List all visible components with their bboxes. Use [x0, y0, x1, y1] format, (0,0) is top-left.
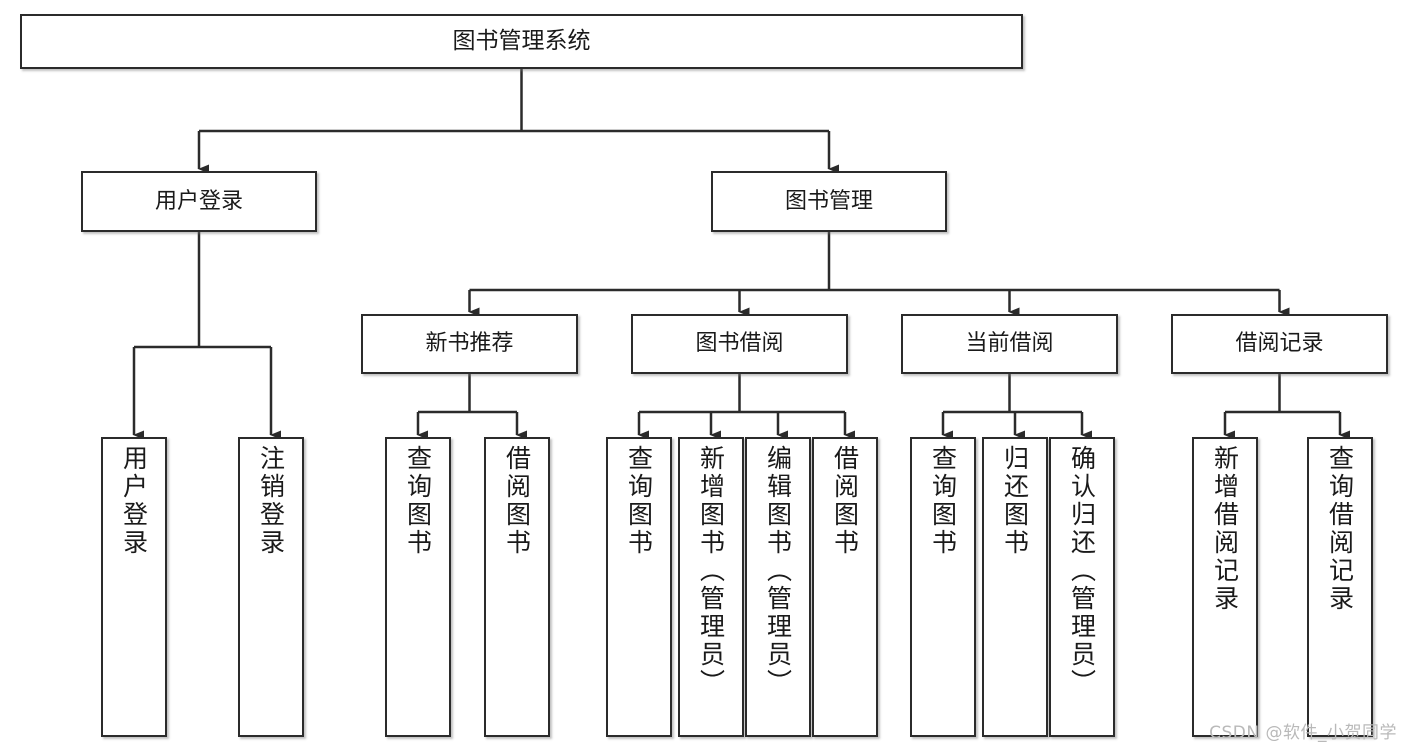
node-leaf-rec-add-record[interactable]: 新增借阅记录	[1192, 437, 1258, 737]
node-label-leaf-user-logout: 注销登录	[256, 445, 286, 557]
node-label-leaf-cur-query-book: 查询图书	[928, 445, 958, 557]
node-book-manage[interactable]: 图书管理	[711, 171, 947, 232]
node-label-new-book-rec: 新书推荐	[425, 331, 514, 357]
node-leaf-borrow-lend-book[interactable]: 借阅图书	[812, 437, 878, 737]
node-label-leaf-user-login: 用户登录	[119, 445, 149, 557]
node-leaf-rec-query-book[interactable]: 查询图书	[385, 437, 451, 737]
node-current-borrow[interactable]: 当前借阅	[901, 314, 1118, 374]
node-leaf-rec-query-record[interactable]: 查询借阅记录	[1307, 437, 1373, 737]
node-label-user-login: 用户登录	[154, 188, 243, 214]
node-label-leaf-borrow-lend-book: 借阅图书	[830, 445, 860, 557]
node-user-login[interactable]: 用户登录	[81, 171, 317, 232]
node-label-leaf-cur-confirm-return: 确认归还（管理员）	[1067, 445, 1097, 697]
node-label-book-manage: 图书管理	[784, 188, 873, 214]
node-label-leaf-borrow-add-book: 新增图书（管理员）	[696, 445, 726, 697]
node-label-book-borrow: 图书借阅	[695, 331, 784, 357]
node-borrow-record[interactable]: 借阅记录	[1171, 314, 1388, 374]
node-leaf-borrow-edit-book[interactable]: 编辑图书（管理员）	[745, 437, 811, 737]
node-leaf-user-logout[interactable]: 注销登录	[238, 437, 304, 737]
node-leaf-cur-confirm-return[interactable]: 确认归还（管理员）	[1049, 437, 1115, 737]
node-leaf-rec-borrow-book[interactable]: 借阅图书	[484, 437, 550, 737]
node-root[interactable]: 图书管理系统	[20, 14, 1023, 69]
node-label-leaf-rec-query-book: 查询图书	[403, 445, 433, 557]
node-new-book-rec[interactable]: 新书推荐	[361, 314, 578, 374]
node-leaf-cur-query-book[interactable]: 查询图书	[910, 437, 976, 737]
node-label-leaf-borrow-query-book: 查询图书	[624, 445, 654, 557]
node-leaf-cur-return-book[interactable]: 归还图书	[982, 437, 1048, 737]
node-label-current-borrow: 当前借阅	[965, 331, 1054, 357]
node-label-leaf-rec-borrow-book: 借阅图书	[502, 445, 532, 557]
node-leaf-borrow-query-book[interactable]: 查询图书	[606, 437, 672, 737]
node-label-leaf-cur-return-book: 归还图书	[1000, 445, 1030, 557]
node-label-leaf-borrow-edit-book: 编辑图书（管理员）	[763, 445, 793, 697]
node-label-root: 图书管理系统	[452, 28, 591, 55]
node-label-leaf-rec-query-record: 查询借阅记录	[1325, 445, 1355, 613]
node-label-borrow-record: 借阅记录	[1235, 331, 1324, 357]
node-leaf-user-login[interactable]: 用户登录	[101, 437, 167, 737]
node-label-leaf-rec-add-record: 新增借阅记录	[1210, 445, 1240, 613]
watermark-label: CSDN @软件_小贺同学	[1209, 723, 1397, 743]
node-leaf-borrow-add-book[interactable]: 新增图书（管理员）	[678, 437, 744, 737]
node-book-borrow[interactable]: 图书借阅	[631, 314, 848, 374]
